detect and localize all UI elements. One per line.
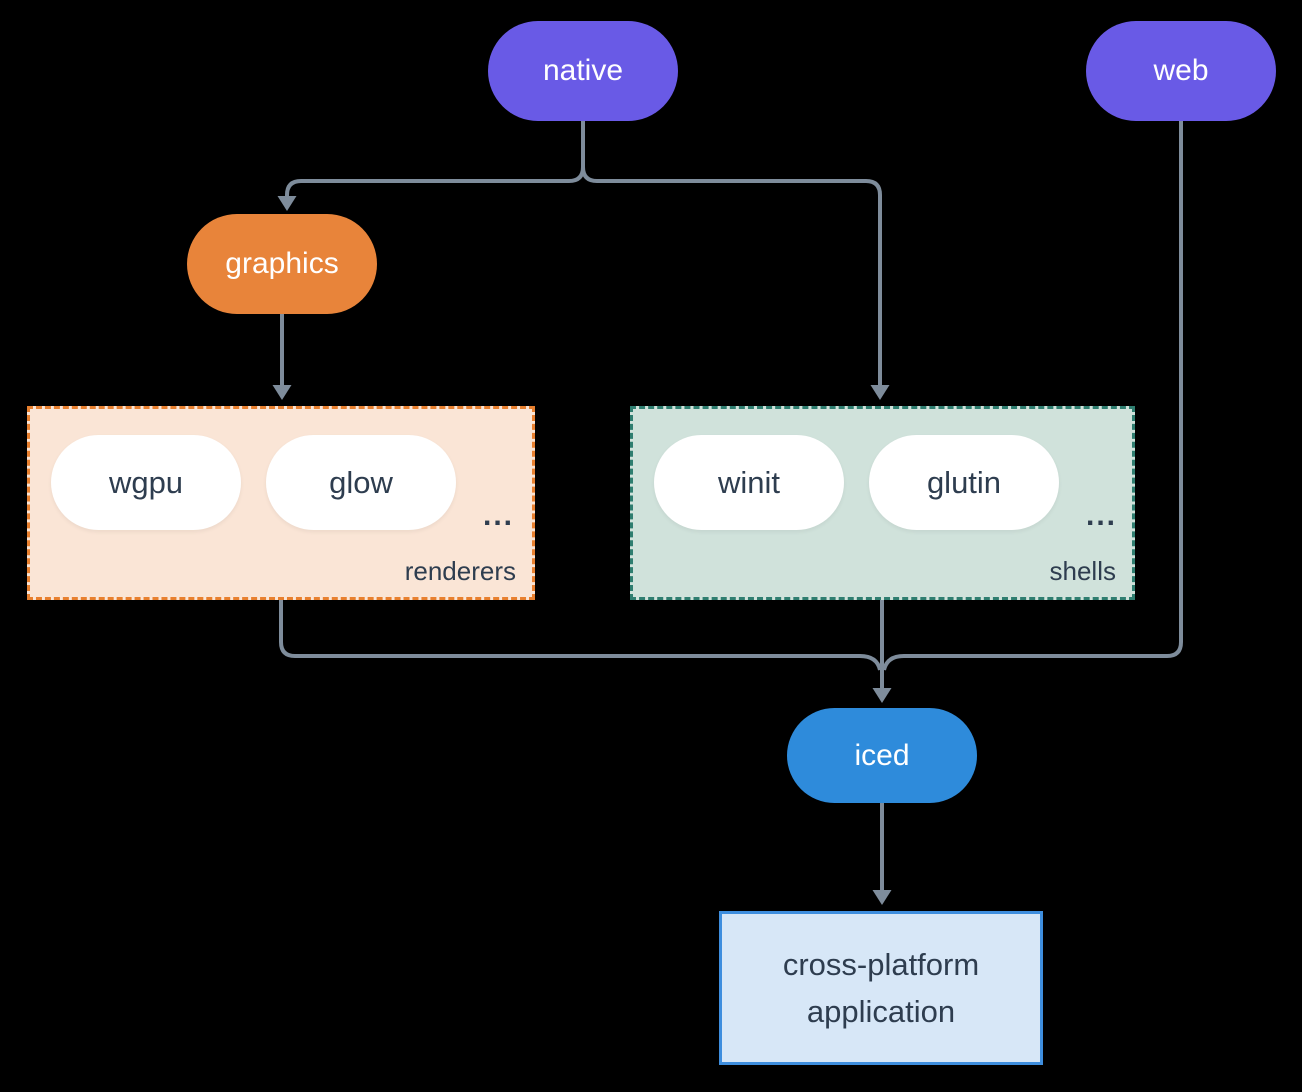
node-web: web (1086, 21, 1276, 121)
node-glow-label: glow (329, 464, 393, 500)
node-glow: glow (266, 435, 456, 530)
arrowhead-renderers (272, 385, 292, 400)
shells-ellipsis: ... (1086, 499, 1118, 532)
renderers-group-label: renderers (404, 556, 516, 586)
node-native-label: native (542, 54, 624, 87)
arrowhead-application (872, 890, 892, 905)
arrowhead-shells (870, 385, 890, 400)
renderers-ellipsis: ... (483, 499, 515, 532)
node-iced-label: iced (854, 738, 910, 772)
arrowhead-graphics (277, 196, 297, 211)
arrowhead-iced (872, 688, 892, 703)
connector-native-to-graphics (285, 121, 585, 197)
connector-renderers-to-iced (279, 600, 882, 671)
node-winit-label: winit (717, 464, 780, 500)
node-iced: iced (787, 708, 977, 803)
node-graphics: graphics (187, 214, 377, 314)
node-application-label: cross-platform application (782, 947, 980, 1029)
node-glutin-label: glutin (926, 464, 1002, 500)
connector-native-to-shells (581, 121, 882, 386)
node-graphics-label: graphics (225, 247, 339, 280)
node-native: native (488, 21, 678, 121)
node-cross-platform-application: cross-platform application (719, 911, 1043, 1065)
node-wgpu: wgpu (51, 435, 241, 530)
shells-group-label: shells (1049, 556, 1116, 586)
node-web-label: web (1153, 54, 1209, 87)
node-glutin: glutin (869, 435, 1059, 530)
node-wgpu-label: wgpu (108, 464, 184, 500)
group-renderers: wgpu glow ... renderers (27, 406, 535, 600)
node-winit: winit (654, 435, 844, 530)
group-shells: winit glutin ... shells (630, 406, 1135, 600)
